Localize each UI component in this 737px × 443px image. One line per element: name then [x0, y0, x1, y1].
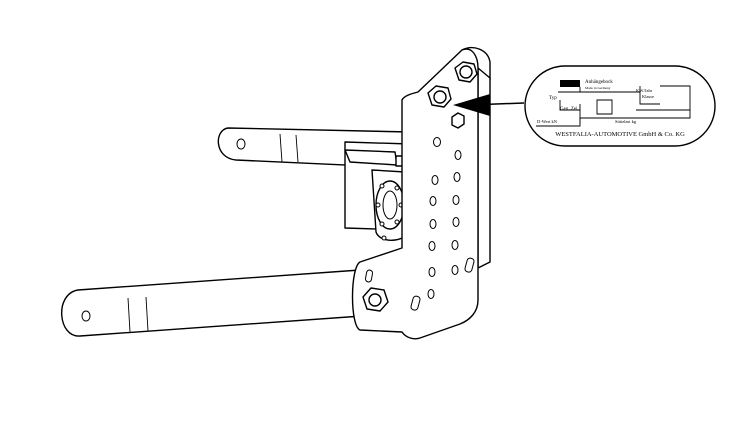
lower-arm: [61, 269, 363, 337]
plate-d-value-label: D-Wert kN: [537, 119, 558, 124]
plate-support-load-label: Stützlast kg: [615, 119, 637, 124]
plate-manufacturer: WESTFALIA-AUTOMOTIVE GmbH & Co. KG: [555, 131, 685, 138]
plate-brand: Anhängebock: [585, 80, 613, 85]
mounting-bracket: [344, 149, 409, 241]
label-pointer-arrow: [453, 94, 525, 116]
main-plate: [351, 46, 491, 340]
plate-type-label: Typ: [549, 96, 557, 101]
small-bolt: [451, 112, 465, 129]
plate-approval-label: Gen. Zei.: [560, 107, 579, 112]
type-plate: Anhängebock Made in Germany Typ Gen. Zei…: [524, 65, 716, 147]
upper-arm-hole: [236, 138, 246, 150]
flange-center: [382, 190, 398, 220]
lower-bolt: [362, 287, 389, 312]
brand-logo: [560, 80, 580, 87]
lower-arm-hole: [81, 310, 91, 322]
upper-bolt: [427, 85, 452, 108]
plate-brand-sub: Made in Germany: [585, 86, 611, 90]
plate-class-label: KW/Jahr Klasse: [636, 88, 654, 99]
top-bolt: [454, 61, 478, 83]
